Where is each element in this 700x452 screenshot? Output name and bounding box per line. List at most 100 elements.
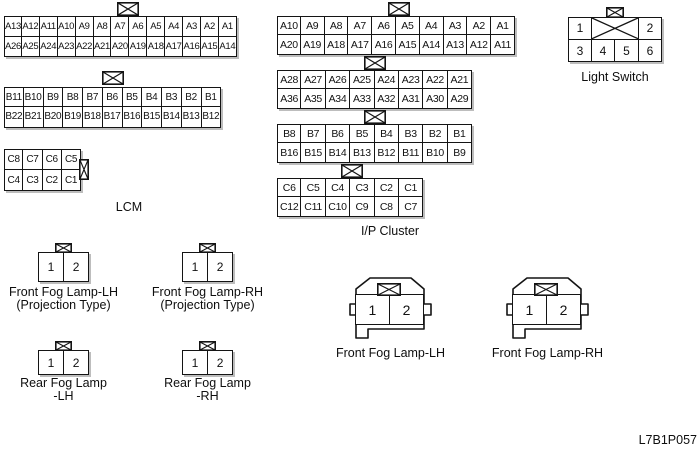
pin-cell: A27 (301, 70, 326, 90)
connector-key-icon (388, 2, 410, 16)
pin-cell: A29 (447, 89, 473, 109)
pin-cell: A1 (491, 16, 515, 36)
pin-cell: B14 (325, 143, 351, 163)
pin-cell: A17 (165, 36, 184, 58)
pin-cell: 1 (568, 17, 592, 40)
pin-cell: C1 (61, 170, 82, 191)
figure-code: L7B1P057 (638, 433, 697, 447)
pin-cell: B8 (277, 124, 302, 144)
rear-fog-lh-label: Rear Fog Lamp -LH (3, 377, 124, 403)
pin-cell: 6 (638, 39, 662, 63)
pin-cell: C8 (4, 149, 24, 170)
pin-cell: B6 (325, 124, 351, 144)
pin-cell: C2 (374, 178, 399, 198)
pin-cell: 2 (63, 252, 90, 282)
pin-cell: A17 (348, 35, 373, 55)
pin-cell: 1 (355, 294, 390, 325)
pin-cell: A4 (165, 16, 184, 37)
connector-key-icon (377, 283, 401, 296)
connector-key-icon (534, 283, 558, 296)
front-fog-lh-label: Front Fog Lamp-LH (335, 346, 446, 360)
pin-cell: A24 (39, 36, 58, 58)
pin-cell: A11 (491, 35, 515, 55)
pin-cell: B17 (102, 107, 123, 128)
connector-key-icon (79, 159, 89, 180)
pin-cell: A20 (277, 35, 301, 55)
pin-cell: C9 (350, 197, 375, 217)
connector-key-icon (199, 243, 216, 253)
pin-cell: A20 (111, 36, 130, 58)
pin-cell: C4 (4, 170, 24, 191)
pin-cell: A10 (57, 16, 76, 37)
pin-cell: A32 (374, 89, 399, 109)
label-line: Rear Fog Lamp (20, 376, 107, 390)
pin-cell: 2 (389, 294, 425, 325)
pin-cell: A2 (200, 16, 219, 37)
pin-cell: B4 (142, 87, 162, 108)
pin-cell: A18 (324, 35, 349, 55)
pin-cell: 1 (512, 294, 547, 325)
pin-cell: B5 (350, 124, 375, 144)
pin-cell: A4 (419, 16, 444, 36)
pin-cell: B13 (181, 107, 202, 128)
pin-cell: B5 (122, 87, 143, 108)
pin-cell: B7 (301, 124, 326, 144)
pin-cell: A31 (398, 89, 424, 109)
pin-cell: 3 (568, 39, 592, 63)
pin-cell: 1 (182, 252, 208, 282)
pin-cell: A23 (57, 36, 76, 58)
pin-cell: A30 (423, 89, 448, 109)
pin-cell: B16 (277, 143, 302, 163)
connector-key-icon (102, 71, 124, 85)
lcm-label: LCM (115, 200, 143, 214)
light-switch-label: Light Switch (581, 70, 649, 84)
pin-cell: A13 (4, 16, 22, 37)
pin-cell: A3 (183, 16, 201, 37)
connector-key-icon (117, 2, 139, 16)
pin-cell: B15 (142, 107, 162, 128)
pin-cell: B7 (83, 87, 103, 108)
pin-cell: A22 (423, 70, 448, 90)
pin-cell: C4 (325, 178, 351, 198)
pin-cell: B12 (374, 143, 399, 163)
pin-cell: B19 (63, 107, 83, 128)
pin-cell: A6 (372, 16, 396, 36)
front-fog-lh-projection-label: Front Fog Lamp-LH (Projection Type) (3, 286, 124, 312)
pin-cell: C3 (23, 170, 43, 191)
pin-cell: A8 (324, 16, 349, 36)
pin-cell: C6 (277, 178, 302, 198)
pin-cell: A21 (93, 36, 112, 58)
pin-cell: B15 (301, 143, 326, 163)
pin-cell: A7 (348, 16, 373, 36)
pin-cell: A14 (419, 35, 444, 55)
front-fog-rh-projection-label: Front Fog Lamp-RH (Projection Type) (147, 286, 268, 312)
pin-cell: A9 (300, 16, 325, 36)
label-line: Front Fog Lamp-RH (151, 285, 264, 299)
pin-cell: A6 (129, 16, 148, 37)
pin-cell: A18 (147, 36, 166, 58)
pin-cell: A1 (218, 16, 237, 37)
pin-cell: B1 (447, 124, 473, 144)
pin-cell: A2 (467, 16, 492, 36)
pin-cell: C12 (277, 197, 302, 217)
pin-cell: A12 (467, 35, 492, 55)
pin-cell: A16 (372, 35, 396, 55)
pin-cell: B8 (63, 87, 83, 108)
front-fog-rh-label: Front Fog Lamp-RH (491, 346, 604, 360)
pin-cell: A24 (374, 70, 399, 90)
pin-cell: A22 (75, 36, 94, 58)
pin-cell: A16 (183, 36, 201, 58)
pin-cell: B6 (102, 87, 123, 108)
pin-cell: A35 (301, 89, 326, 109)
pin-cell: A5 (147, 16, 166, 37)
